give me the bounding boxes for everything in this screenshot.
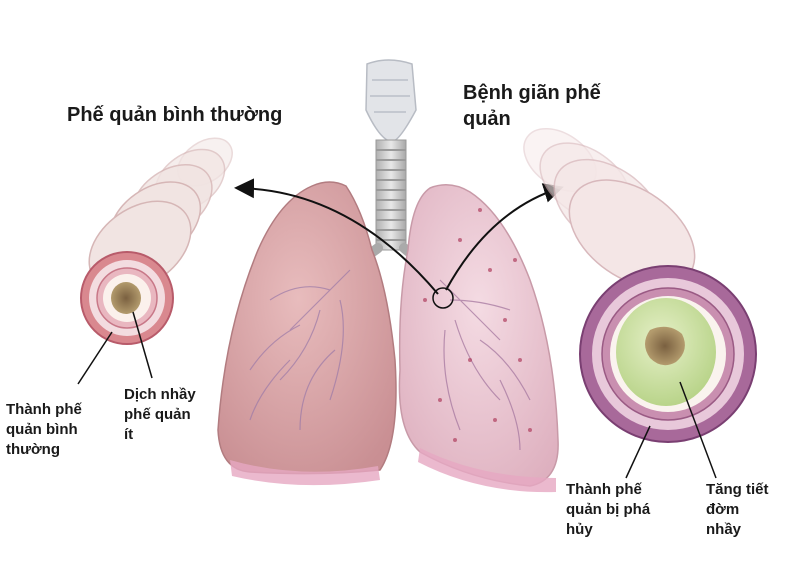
normal-mucus xyxy=(111,282,141,314)
label-normal-mucus: Dịch nhầy phế quản ít xyxy=(124,385,234,445)
label-increased-mucus: Tăng tiết đờm nhầy xyxy=(706,480,790,540)
normal-bronchus xyxy=(77,137,233,385)
title-bronchiectasis-line1: Bệnh giãn phế xyxy=(463,82,601,104)
label-destroyed-wall-line1: Thành phế xyxy=(566,481,642,498)
left-lung-normal xyxy=(217,181,397,486)
label-normal-wall-line2: quản bình xyxy=(6,421,78,438)
label-normal-mucus-line1: Dịch nhầy xyxy=(124,386,196,403)
arrow-to-normal xyxy=(234,178,439,295)
label-increased-mucus-line2: đờm xyxy=(706,501,740,518)
label-destroyed-wall-line2: quản bị phá xyxy=(566,501,651,518)
label-normal-wall-line3: thường xyxy=(6,441,61,458)
right-lung-bronchiectasis xyxy=(398,184,559,493)
label-increased-mucus-line1: Tăng tiết xyxy=(706,481,769,498)
title-bronchiectasis: Bệnh giãn phế quản xyxy=(463,80,663,132)
label-normal-mucus-line3: ít xyxy=(124,426,134,443)
label-increased-mucus-line3: nhầy xyxy=(706,521,742,538)
label-normal-wall: Thành phế quản bình thường xyxy=(6,400,126,460)
arrow-to-disease xyxy=(445,183,564,291)
larynx xyxy=(365,59,417,143)
title-bronchiectasis-line2: quản xyxy=(463,108,511,130)
dilated-bronchus xyxy=(523,127,757,479)
label-destroyed-wall: Thành phế quản bị phá hủy xyxy=(566,480,696,540)
label-normal-wall-line1: Thành phế xyxy=(6,401,82,418)
label-normal-mucus-line2: phế quản xyxy=(124,406,191,423)
label-destroyed-wall-line3: hủy xyxy=(566,521,593,538)
title-normal-bronchus: Phế quản bình thường xyxy=(67,104,283,126)
